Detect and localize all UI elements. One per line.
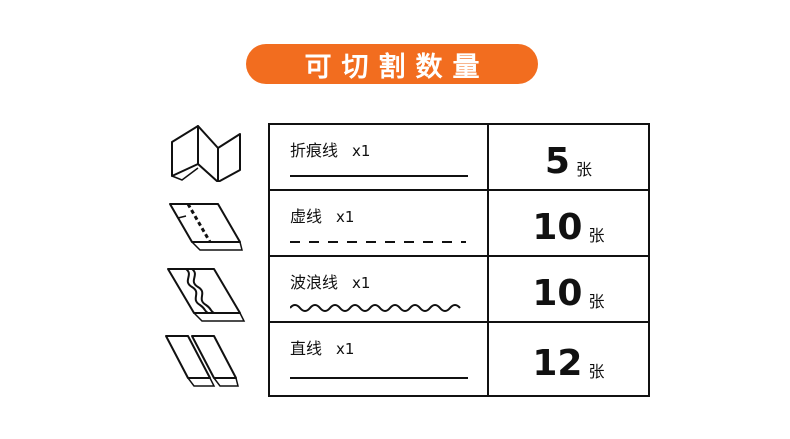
count-value: 10 [532, 207, 583, 248]
solid-line-sample [290, 169, 470, 183]
count-unit: 张 [575, 159, 592, 179]
cut-type-icons [158, 118, 248, 388]
straight-line-icon [158, 328, 248, 392]
count-unit: 张 [588, 225, 605, 245]
solid-line-sample [290, 371, 470, 385]
title-badge: 可切割数量 [246, 44, 538, 84]
count-unit: 张 [588, 361, 605, 381]
cut-type-cell: 直线 x1 [268, 321, 489, 397]
cut-type-multiplier: x1 [336, 340, 355, 358]
cut-type-name: 直线 [290, 339, 323, 358]
dashed-line-sample [290, 235, 470, 249]
cut-type-multiplier: x1 [336, 208, 355, 226]
count-value: 5 [544, 141, 570, 182]
wavy-line-sample [290, 301, 470, 315]
cut-type-multiplier: x1 [352, 274, 371, 292]
dashed-line-icon [158, 194, 248, 258]
cut-type-multiplier: x1 [352, 142, 371, 160]
cut-type-name: 折痕线 [290, 141, 339, 160]
cut-type-name: 波浪线 [290, 273, 339, 292]
cut-type-cell: 折痕线 x1 [268, 123, 489, 191]
page-title: 可切割数量 [304, 51, 490, 83]
fold-line-icon [158, 118, 248, 182]
count-value: 10 [532, 273, 583, 314]
wavy-line-icon [158, 263, 248, 327]
cut-type-cell: 虚线 x1 [268, 189, 489, 257]
count-unit: 张 [588, 291, 605, 311]
cut-type-cell: 波浪线 x1 [268, 255, 489, 323]
count-value: 12 [532, 343, 583, 384]
cut-type-name: 虚线 [290, 207, 323, 226]
